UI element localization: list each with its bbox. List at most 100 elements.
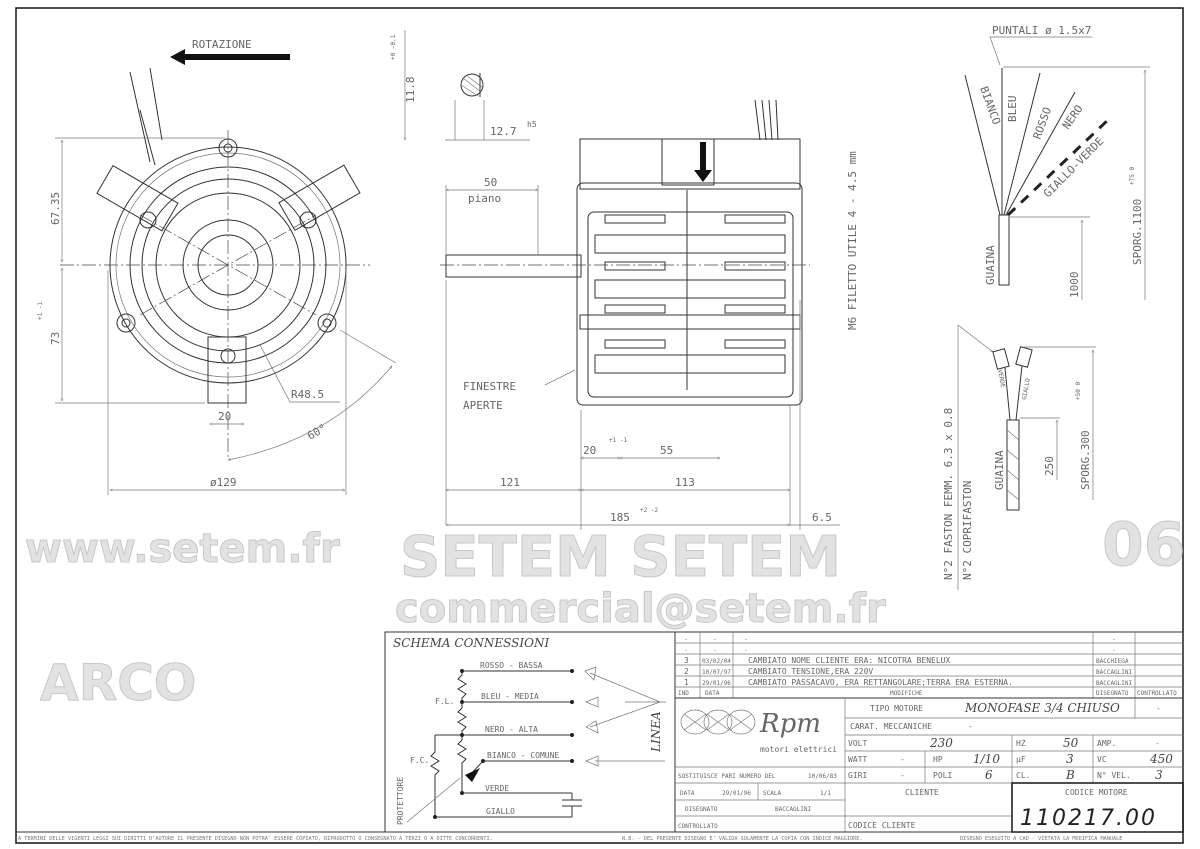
watermark-brand: SETEM SETEM	[400, 525, 841, 590]
logo-brand: Rpm	[759, 709, 821, 739]
schema-title: SCHEMA CONNESSIONI	[393, 636, 549, 650]
protector-icon	[465, 768, 480, 782]
uf-value: 3	[1066, 752, 1074, 766]
windows-label-2: APERTE	[463, 399, 503, 412]
svg-text:BACCAGLINI: BACCAGLINI	[1096, 669, 1133, 676]
volt-label: VOLT	[848, 739, 867, 748]
wire-label: VERDE	[996, 369, 1006, 388]
fc-label: F.C.	[410, 756, 429, 765]
svg-text:3: 3	[684, 656, 689, 665]
client-code-label: CODICE CLIENTE	[848, 821, 916, 830]
cable-bundle-icon	[754, 99, 779, 141]
schema-line-label: VERDE	[485, 784, 509, 793]
fl-label: F.L.	[435, 697, 454, 706]
footer: A TERMINI DELLE VIGENTI LEGGI SUI DIRITT…	[16, 831, 1183, 842]
rotation-arrow-icon	[170, 49, 290, 65]
svg-text:03/02/04: 03/02/04	[702, 658, 731, 665]
schema-line-label: BIANCO - COMUNE	[487, 751, 559, 760]
dim-height-bottom: 73	[49, 332, 62, 345]
dim-6-5: 6.5	[812, 511, 832, 524]
date-value: 29/01/96	[722, 790, 751, 797]
sheath-label: GUAINA	[984, 245, 997, 285]
cover-note: N°2 COPRIFASTON	[961, 481, 974, 580]
side-view: 50 piano FINESTRE APERTE 20 +1 -1 55 121…	[440, 99, 859, 530]
hz-value: 50	[1063, 736, 1079, 750]
dim-shaft-tol: h5	[527, 120, 537, 129]
dim-shaft-flat-tol: +0 -0.1	[390, 34, 397, 60]
revision-row: 3 03/02/04 CAMBIATO NOME CLIENTE ERA: NICO…	[684, 656, 1129, 665]
svg-text:BACCHIEGA: BACCHIEGA	[1096, 658, 1129, 665]
revision-row: ----	[684, 636, 1116, 643]
svg-text:-: -	[744, 636, 748, 643]
scale-label: SCALA	[763, 790, 781, 797]
watt-value: -	[900, 755, 905, 764]
dim-height-bottom-tol: +1 -1	[37, 302, 44, 320]
wire-label: BLEU	[1006, 96, 1019, 123]
tips-label: PUNTALI ø 1.5x7	[992, 24, 1091, 37]
flat-label: piano	[468, 192, 501, 205]
sheath-icon	[1006, 419, 1020, 511]
svg-text:-: -	[744, 647, 748, 654]
schema-line-label: GIALLO	[486, 807, 515, 816]
vc-label: VC	[1097, 755, 1107, 764]
dim-radius: R48.5	[291, 388, 324, 401]
dim-total-tol: +50 0	[1075, 382, 1082, 400]
sheath-label: GUAINA	[993, 450, 1006, 490]
class-value: B	[1065, 768, 1075, 782]
dim-total-tol: +75 0	[1129, 167, 1136, 185]
protector-label: PROTETTORE	[396, 777, 405, 825]
svg-text:10/07/97: 10/07/97	[702, 669, 731, 676]
mech-value: -	[968, 722, 973, 731]
line-label: LINEA	[649, 711, 663, 753]
hp-value: 1/10	[973, 752, 1000, 766]
watermark-arco: ARCO	[40, 654, 196, 712]
svg-text:-: -	[684, 647, 688, 654]
amp-label: AMP.	[1097, 739, 1116, 748]
dim-20: 20	[583, 444, 596, 457]
dim-height-top: 67.35	[49, 192, 62, 225]
dim-angle: 60°	[305, 421, 329, 442]
checked-label: CONTROLLATO	[678, 823, 718, 830]
svg-text:-: -	[1112, 636, 1116, 643]
client-label: CLIENTE	[905, 788, 939, 797]
dim-sheath-length: 1000	[1068, 272, 1081, 299]
svg-text:MODIFICHE: MODIFICHE	[890, 690, 923, 697]
svg-text:2: 2	[684, 667, 689, 676]
dim-185: 185	[610, 511, 630, 524]
motor-code-value: 110217.00	[1020, 806, 1157, 831]
watermark-url: www.setem.fr	[25, 526, 340, 572]
dim-sheath-length: 250	[1043, 456, 1056, 476]
airflow-arrow-icon	[694, 142, 712, 182]
replaces-label: SOSTITUISCE PARI NUMERO DEL	[678, 773, 776, 780]
dim-shaft-flat: 11.8	[404, 77, 417, 104]
rotation-label: ROTAZIONE	[192, 38, 252, 51]
drawn-label: DISEGNATO	[685, 806, 718, 813]
schema-line-label: BLEU - MEDIA	[481, 692, 539, 701]
scale-value: 1/1	[820, 790, 831, 797]
dim-total-length: SPORG.1100	[1131, 199, 1144, 265]
speeds-value: 3	[1155, 768, 1163, 782]
drawn-value: BACCAGLINI	[775, 806, 812, 813]
connection-schema: SCHEMA CONNESSIONI ROSSO - BASSA BLEU - …	[384, 631, 676, 833]
poles-value: 6	[985, 768, 993, 782]
svg-text:-: -	[684, 636, 688, 643]
dim-shaft-diameter: 12.7	[490, 125, 517, 138]
watt-label: WATT	[848, 755, 867, 764]
motor-code-label: CODICE MOTORE	[1065, 788, 1128, 797]
front-view: ROTAZIONE 67.35 73 +1 -1 R48.5 20 60	[37, 38, 397, 495]
mech-label: CARAT. MECCANICHE	[850, 722, 932, 731]
svg-text:IND: IND	[678, 690, 689, 697]
svg-text:CAMBIATO NOME CLIENTE ERA: NIC: CAMBIATO NOME CLIENTE ERA: NICOTRA BENEL…	[748, 656, 950, 665]
rpm-value: -	[900, 771, 905, 780]
dim-total-length: SPORG.300	[1079, 430, 1092, 490]
hz-label: HZ	[1016, 739, 1026, 748]
wire-label: GIALLO-VERDE	[1041, 135, 1106, 200]
logo-tagline: motori elettrici	[760, 745, 837, 754]
uf-label: µF	[1016, 755, 1026, 764]
wire-label: BIANCO	[977, 85, 1003, 127]
sheath-icon	[998, 214, 1010, 286]
vc-value: 450	[1149, 752, 1173, 766]
poles-label: POLI	[933, 771, 952, 780]
